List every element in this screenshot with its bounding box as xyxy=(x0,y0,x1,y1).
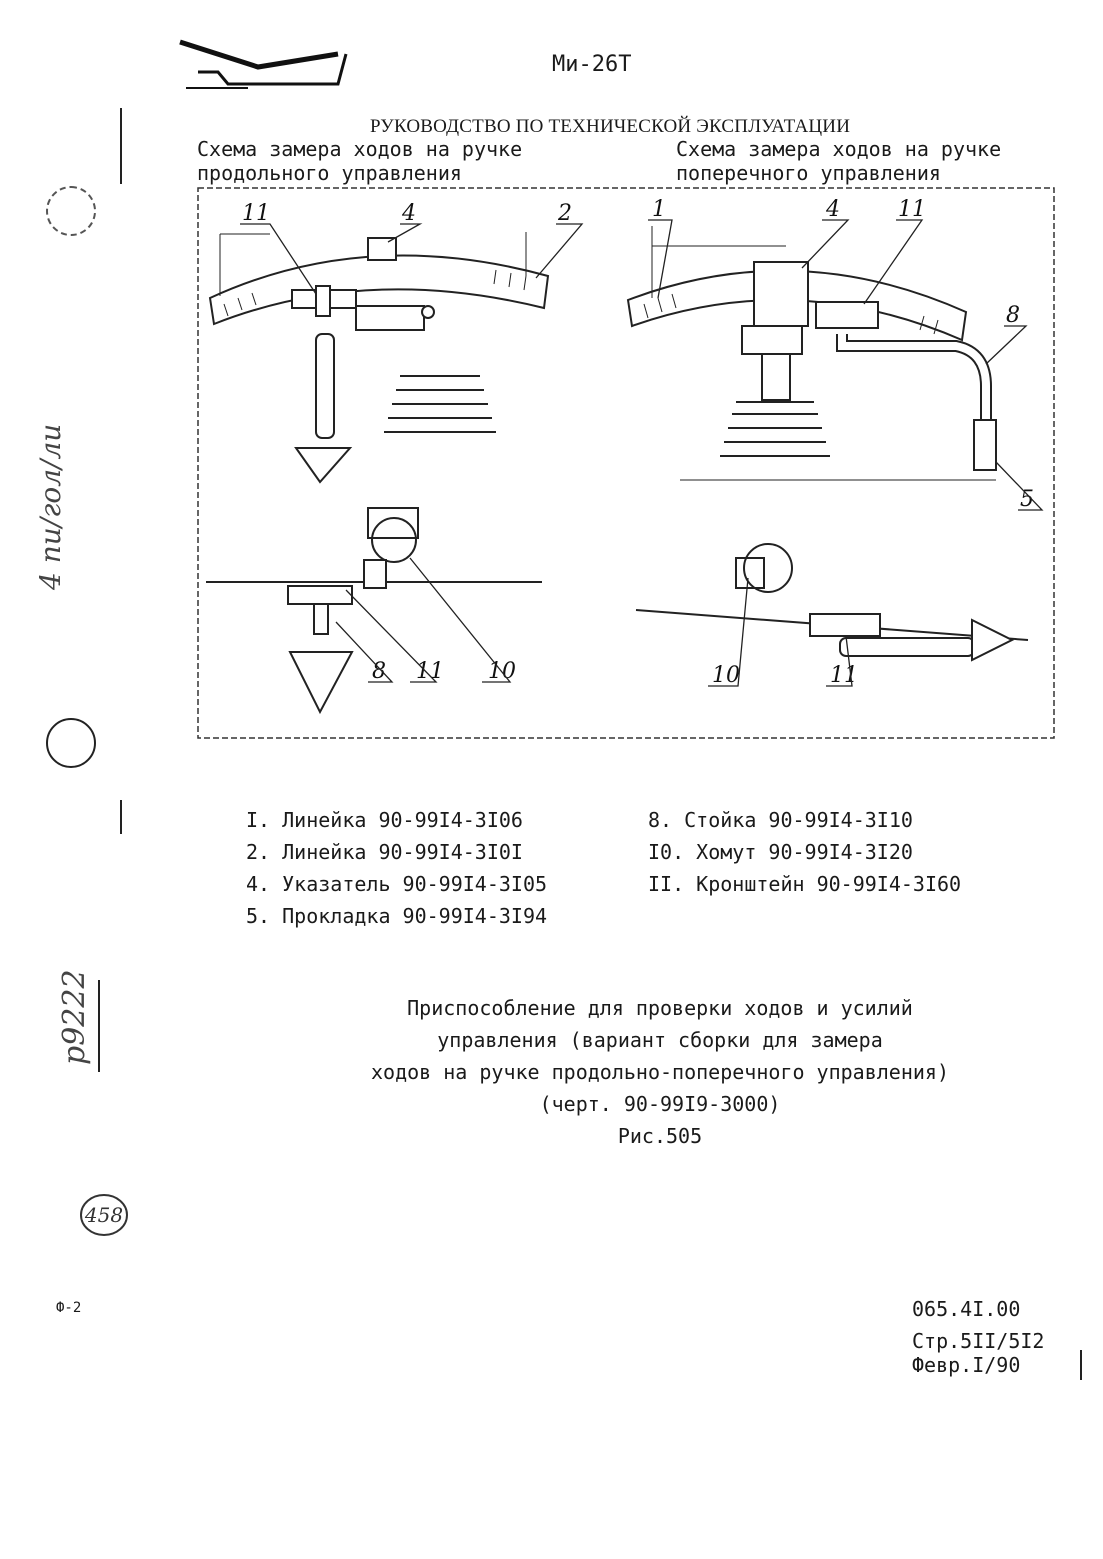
technical-drawing: 11 4 2 1 4 11 8 5 xyxy=(197,187,1055,739)
callout-8: 8 xyxy=(1006,303,1020,328)
caption-line: управления (вариант сборки для замера xyxy=(437,1028,883,1052)
right-caption-line-1: Схема замера ходов на ручке xyxy=(676,137,1002,161)
callout-4: 4 xyxy=(401,201,416,226)
helicopter-logo-icon xyxy=(179,39,348,89)
legend-item: I. Линейка 90-99I4-3I06 xyxy=(246,808,523,832)
left-bottom-callouts: 8 11 10 xyxy=(372,659,516,684)
margin-bar xyxy=(98,980,100,1072)
left-caption-line-2: продольного управления xyxy=(197,161,462,185)
left-scheme-caption: Схема замера ходов на ручке продольного … xyxy=(197,137,522,185)
handwritten-side-note: 4 пи/гол/ли xyxy=(34,424,67,591)
margin-bar xyxy=(1080,1350,1082,1380)
callout-1: 1 xyxy=(652,197,666,222)
right-bottom-diagram xyxy=(635,543,1029,662)
side-code-text: р9222 xyxy=(57,969,92,1065)
aircraft-model: Ми-26Т xyxy=(552,52,632,77)
left-top-callouts: 11 4 2 xyxy=(242,201,572,226)
figure-caption: Приспособление для проверки ходов и усил… xyxy=(300,992,1020,1152)
document-code: 065.4I.00 xyxy=(912,1297,1021,1321)
callout-4: 4 xyxy=(825,197,840,222)
margin-bar xyxy=(120,108,122,184)
margin-bar xyxy=(120,800,122,834)
parts-legend-right: 8. Стойка 90-99I4-3I10 I0. Хомут 90-99I4… xyxy=(648,804,961,900)
callout-10: 10 xyxy=(712,663,740,688)
left-top-diagram xyxy=(208,232,550,484)
form-code: Ф-2 xyxy=(56,1300,82,1316)
side-note-text: 4 пи/гол/ли xyxy=(34,424,67,591)
legend-item: 4. Указатель 90-99I4-3I05 xyxy=(246,872,548,896)
figure-number: Рис.505 xyxy=(617,1124,703,1148)
right-bottom-callouts: 10 11 xyxy=(712,663,858,688)
callout-2: 2 xyxy=(557,201,572,226)
right-caption-line-2: поперечного управления xyxy=(676,161,941,185)
callout-5: 5 xyxy=(1020,487,1034,512)
footer-block: 065.4I.00 Стр.5II/5I2 Февр.I/90 xyxy=(912,1297,1044,1377)
left-caption-line-1: Схема замера ходов на ручке xyxy=(197,137,523,161)
drawing-frame xyxy=(197,187,1055,739)
callout-11: 11 xyxy=(416,659,444,684)
callout-11: 11 xyxy=(830,663,858,688)
legend-item: I0. Хомут 90-99I4-3I20 xyxy=(648,840,913,864)
legend-item: II. Кронштейн 90-99I4-3I60 xyxy=(648,872,962,896)
legend-item: 5. Прокладка 90-99I4-3I94 xyxy=(246,904,548,928)
page-number: Стр.5II/5I2 xyxy=(912,1329,1045,1353)
caption-line: (черт. 90-99I9-3000) xyxy=(539,1092,781,1116)
handwritten-side-code: р9222 xyxy=(57,969,92,1065)
callout-11: 11 xyxy=(898,197,926,222)
caption-line: Приспособление для проверки ходов и усил… xyxy=(407,996,913,1020)
binder-hole-icon xyxy=(46,186,96,236)
right-scheme-caption: Схема замера ходов на ручке поперечного … xyxy=(676,137,1001,185)
legend-item: 8. Стойка 90-99I4-3I10 xyxy=(648,808,913,832)
parts-legend-left: I. Линейка 90-99I4-3I06 2. Линейка 90-99… xyxy=(246,804,547,932)
legend-item: 2. Линейка 90-99I4-3I0I xyxy=(246,840,523,864)
document-title: РУКОВОДСТВО ПО ТЕХНИЧЕСКОЙ ЭКСПЛУАТАЦИИ xyxy=(370,116,851,137)
page-stamp: 458 xyxy=(80,1194,128,1236)
callout-11: 11 xyxy=(242,201,270,226)
stamp-number: 458 xyxy=(84,1203,123,1227)
binder-hole-icon xyxy=(46,718,96,768)
right-top-diagram xyxy=(626,226,997,481)
right-top-callouts: 1 4 11 8 5 xyxy=(652,197,1034,512)
revision-date: Февр.I/90 xyxy=(912,1353,1021,1377)
left-bottom-diagram xyxy=(206,507,542,715)
caption-line: ходов на ручке продольно-поперечного упр… xyxy=(371,1060,949,1084)
